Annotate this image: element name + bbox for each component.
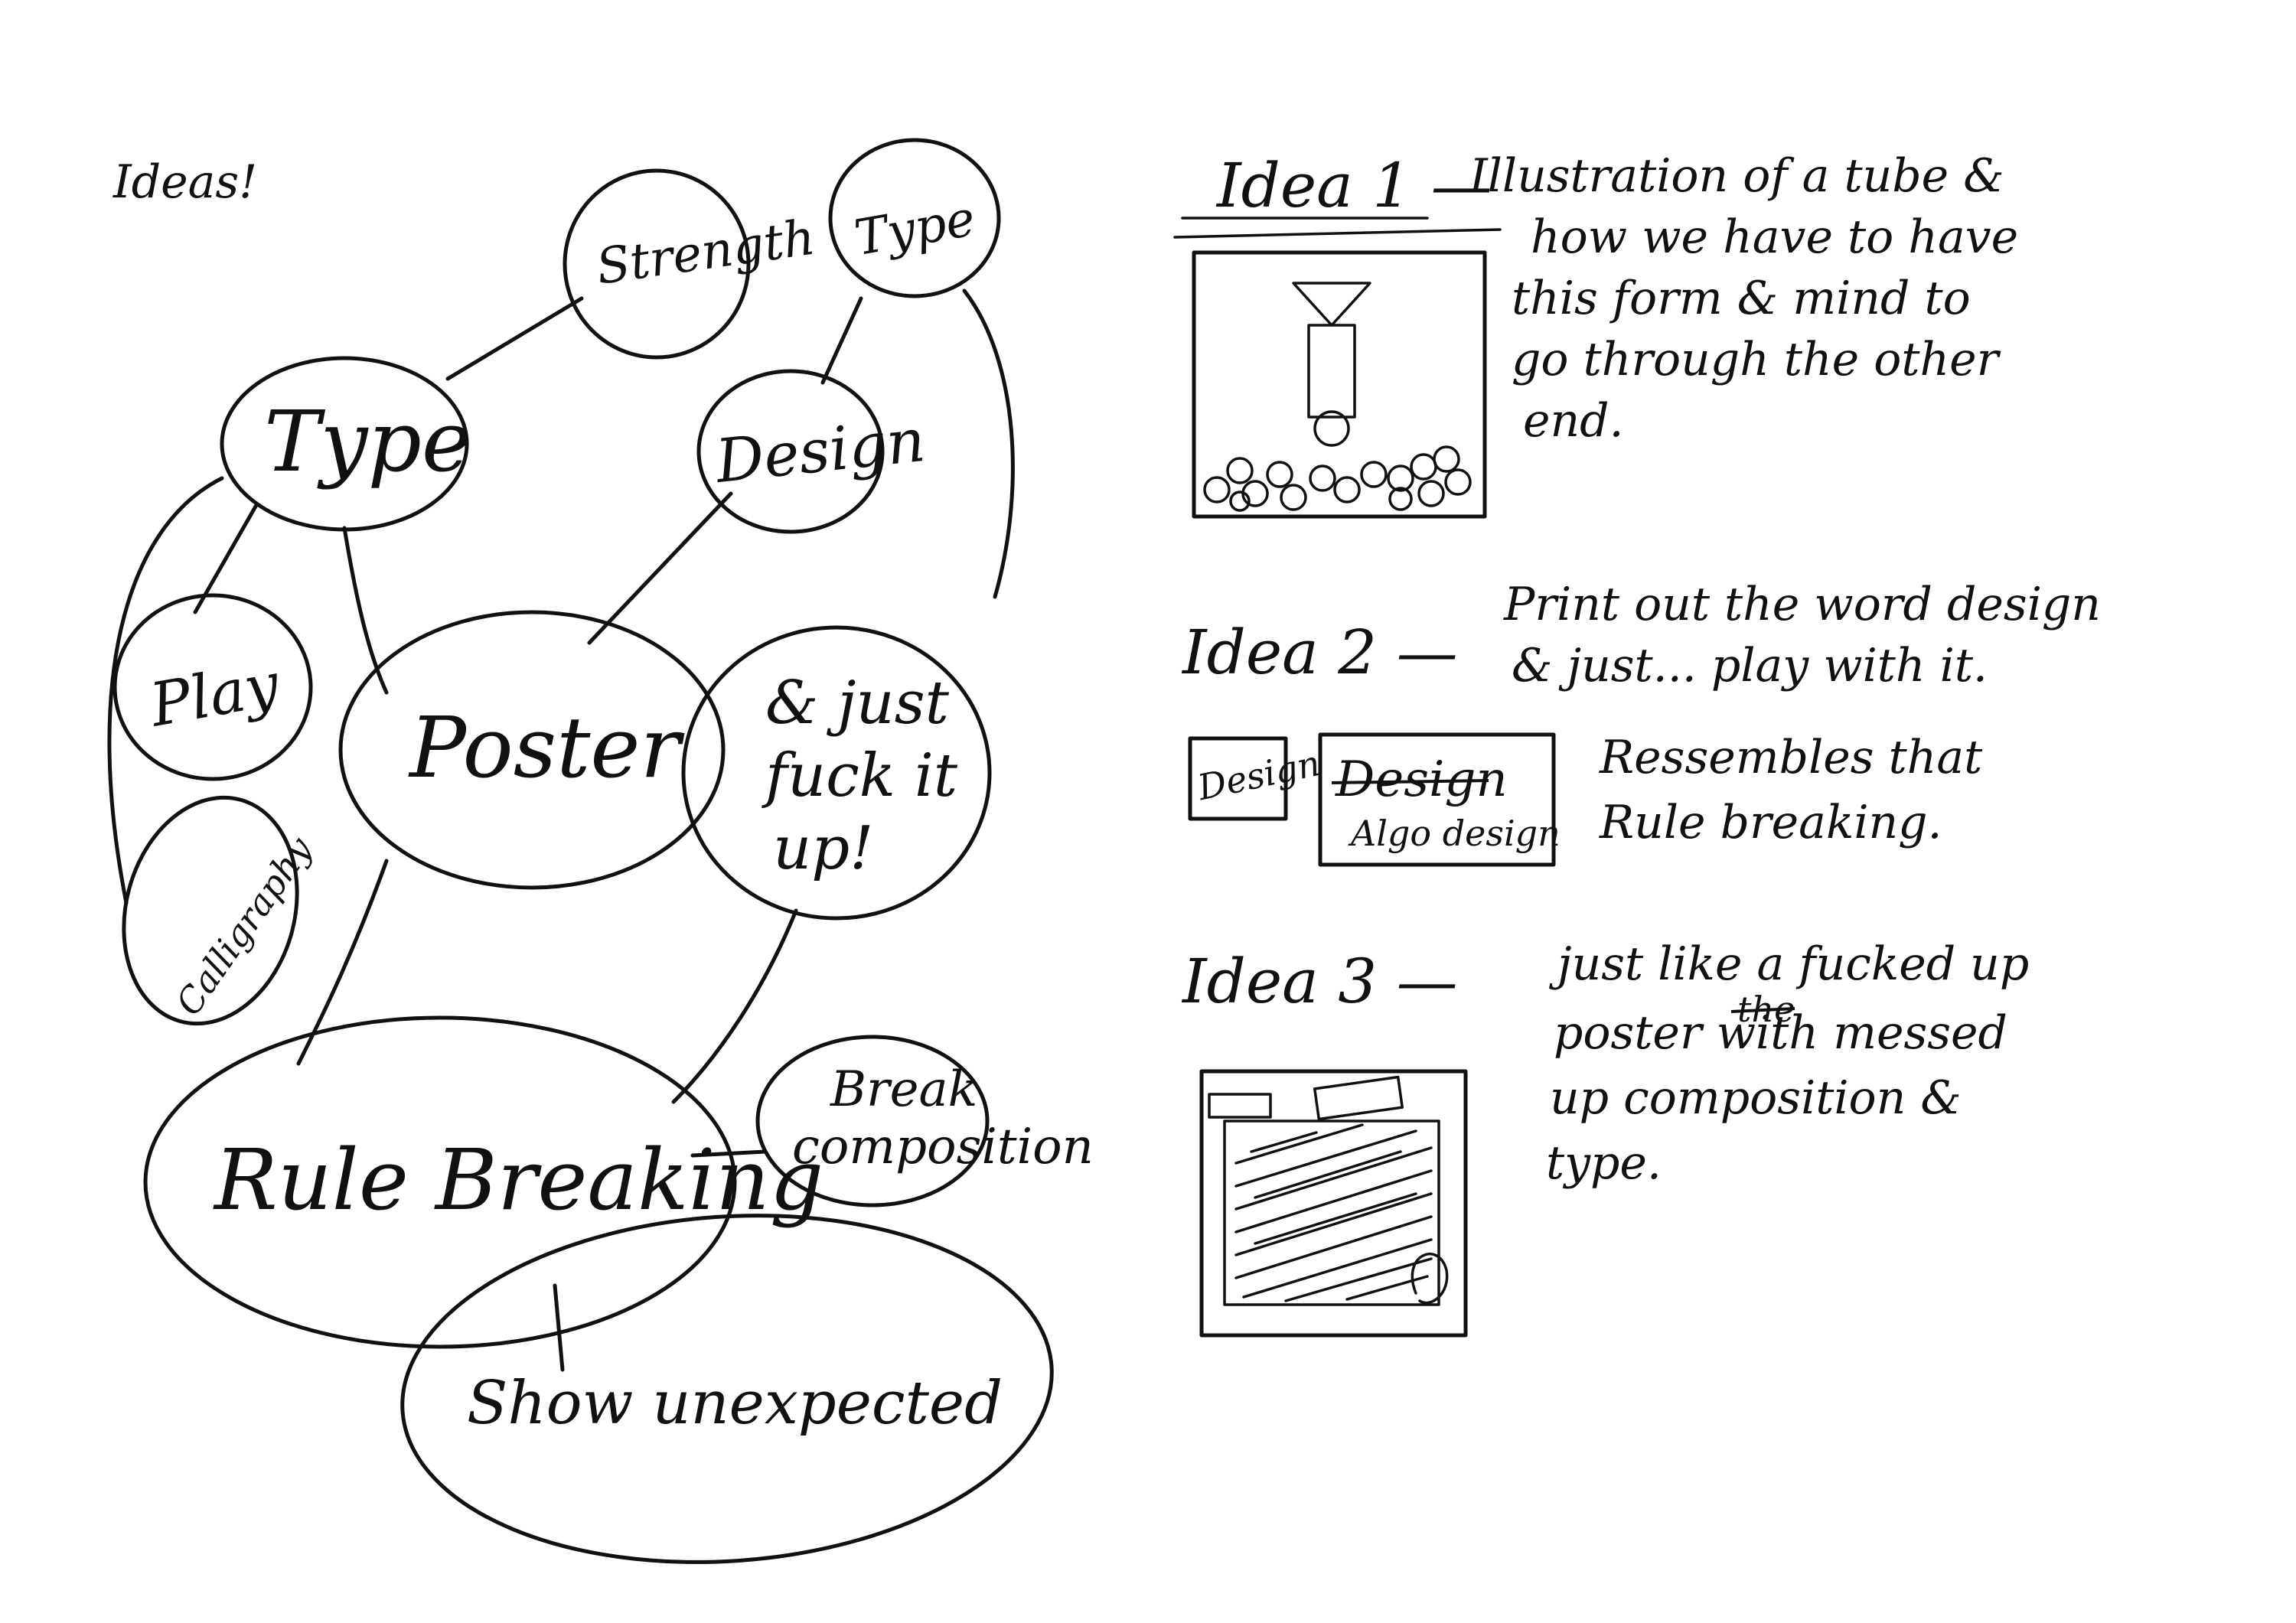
idea3-sketch-tab xyxy=(1208,1093,1272,1119)
node-poster-outline xyxy=(338,610,726,890)
ideas-column: Idea 1 — Illustration of a tube & how we… xyxy=(1173,149,2101,1338)
idea3: Idea 3 — just like a fucked up poster wi… xyxy=(1181,937,2029,1338)
idea1-line5: end. xyxy=(1523,394,1624,448)
connectors xyxy=(107,288,1015,1372)
idea2: Idea 2 — Print out the word design & jus… xyxy=(1181,578,2101,867)
connector-type-poster xyxy=(342,526,389,695)
idea1-line1: Illustration of a tube & xyxy=(1469,149,2004,203)
idea2-note-line2: Rule breaking. xyxy=(1599,796,1942,849)
connector-typetop-design xyxy=(820,296,863,385)
node-play-outline xyxy=(113,593,313,781)
node-calligraphy-outline xyxy=(122,795,299,1026)
idea2-sketch-small: Design xyxy=(1188,736,1324,821)
ball-pile xyxy=(1203,445,1472,512)
connector-type-strength xyxy=(445,296,584,381)
connector-design-poster xyxy=(587,491,733,645)
idea1-rule xyxy=(1173,228,1502,239)
node-justfuck-line1: & just xyxy=(765,669,950,738)
node-justfuck-line3: up! xyxy=(773,814,874,883)
idea3-sketch-frame xyxy=(1199,1069,1468,1338)
node-rule-breaking: Rule Breaking xyxy=(213,1131,823,1229)
idea3-sketch-inner xyxy=(1223,1119,1440,1306)
node-justfuck-outline xyxy=(681,625,992,921)
idea2-large-frame xyxy=(1318,732,1556,867)
idea1-line4: go through the other xyxy=(1512,333,2001,386)
node-design: Design xyxy=(711,406,928,497)
idea1: Idea 1 — Illustration of a tube & how we… xyxy=(1173,149,2018,519)
idea3-line3: up composition & xyxy=(1550,1071,1962,1125)
node-break-line1: Break xyxy=(830,1061,977,1118)
node-type-top: Type xyxy=(850,191,979,267)
idea2-line1: Print out the word design xyxy=(1503,578,2101,631)
idea3-strike-line xyxy=(1730,1007,1795,1013)
connector-rule-unexpected xyxy=(553,1283,565,1372)
node-rule-outline xyxy=(143,1015,737,1349)
idea2-line2: & just... play with it. xyxy=(1512,639,1988,693)
connector-poster-rule xyxy=(296,859,389,1066)
node-break-line2: composition xyxy=(792,1119,1094,1175)
idea2-small-frame xyxy=(1188,736,1288,821)
idea2-note-line1: Ressembles that xyxy=(1599,731,1983,784)
connector-typetop-justfuck xyxy=(962,288,1015,599)
node-strength-outline xyxy=(563,168,751,360)
funnel-shape xyxy=(1292,282,1371,327)
idea2-strike-line xyxy=(1331,779,1489,784)
node-type: Type xyxy=(264,393,471,490)
node-unexpected-outline xyxy=(400,1214,1054,1564)
node-play: Play xyxy=(144,650,285,741)
idea2-large-sub: Algo design xyxy=(1348,813,1561,854)
node-shapes xyxy=(113,138,1054,1564)
idea3-line4: type. xyxy=(1546,1136,1662,1190)
idea2-small-word: Design xyxy=(1193,742,1323,809)
node-calligraphy: Calligraphy xyxy=(168,829,321,1023)
ball-shape xyxy=(1313,410,1350,447)
node-show-unexpected: Show unexpected xyxy=(467,1369,1003,1438)
connector-type-calligraphy xyxy=(107,476,224,905)
node-justfuck-line2: fuck it xyxy=(762,741,958,810)
node-poster: Poster xyxy=(408,699,686,797)
idea1-sketch xyxy=(1192,250,1487,519)
idea2-sketch-large: Design Algo design xyxy=(1318,732,1561,867)
idea3-sketch-curl xyxy=(1411,1253,1449,1305)
idea1-line2: how we have to have xyxy=(1531,210,2018,264)
node-strength: Strength xyxy=(593,210,819,296)
idea1-sketch-frame xyxy=(1192,250,1487,519)
idea1-line3: this form & mind to xyxy=(1512,272,1971,325)
node-type-outline xyxy=(220,356,469,532)
idea3-line2: poster with messed xyxy=(1554,1006,2007,1060)
node-break-outline xyxy=(755,1035,990,1207)
connector-justfuck-rule xyxy=(671,908,798,1104)
idea1-label: Idea 1 — xyxy=(1215,150,1492,221)
idea3-hatching xyxy=(1234,1123,1433,1302)
idea3-line1: just like a fucked up xyxy=(1549,937,2029,991)
node-design-outline xyxy=(696,369,885,534)
idea2-label: Idea 2 — xyxy=(1181,617,1458,688)
idea3-sketch-skewed-block xyxy=(1313,1075,1404,1121)
mindmap-heading: Ideas! xyxy=(113,155,257,209)
idea3-sketch xyxy=(1199,1069,1468,1338)
tube-shape xyxy=(1307,324,1356,419)
node-type-top-outline xyxy=(828,138,1001,298)
mind-map: Ideas! xyxy=(107,138,1094,1564)
idea3-label: Idea 3 — xyxy=(1181,946,1458,1017)
